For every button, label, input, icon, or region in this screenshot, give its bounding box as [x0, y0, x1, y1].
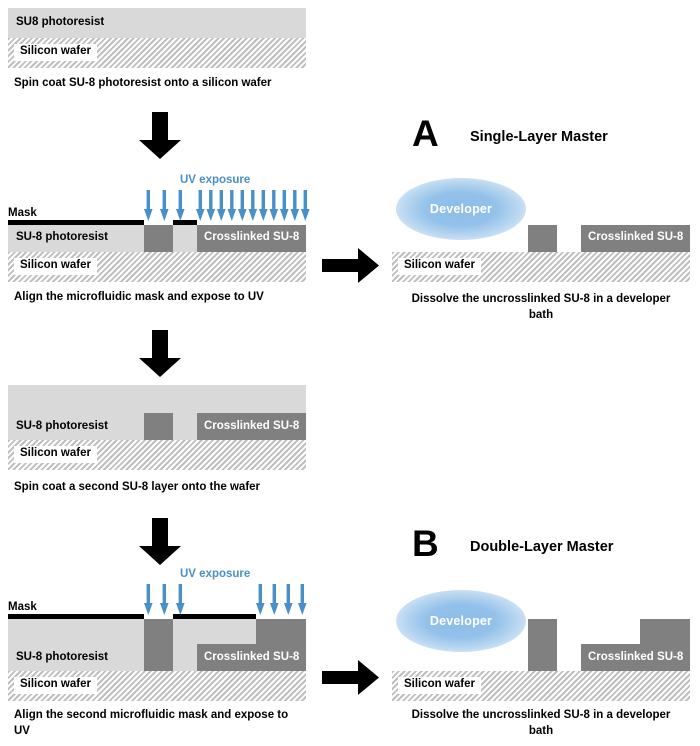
- step2-uv-arrow-group-left: [144, 190, 185, 221]
- step-4-caption: Align the second microfluidic mask and e…: [14, 709, 289, 737]
- panel-a-wafer-label: Silicon wafer: [398, 258, 481, 275]
- panel-b-letter: B: [412, 523, 439, 564]
- step2-uv-arrow-group-right: [196, 190, 310, 221]
- step-1-schematic: SU8 photoresist Silicon wafer: [8, 8, 306, 68]
- panel-a-title: Single-Layer Master: [470, 129, 608, 145]
- step2-uv-exposure-label: UV exposure: [180, 174, 251, 186]
- flow-arrow-right-to-panel-b: [322, 660, 379, 695]
- step4-uv-exposure-label: UV exposure: [180, 568, 251, 580]
- panel-a-feature-block-left: [528, 225, 557, 252]
- step4-crosslinked-column-left: [144, 619, 173, 671]
- panel-b-schematic: Crosslinked SU-8 Silicon wafer: [392, 614, 690, 701]
- flow-arrow-down-1: [139, 112, 181, 159]
- step3-crosslinked-label: Crosslinked SU-8: [204, 420, 300, 432]
- panel-b-feature-step-right: [640, 619, 690, 671]
- step1-su8-label: SU8 photoresist: [16, 16, 105, 28]
- step-3-schematic: SU-8 photoresist Crosslinked SU-8 Silico…: [8, 385, 306, 470]
- step2-mask-label: Mask: [8, 207, 37, 219]
- panel-a-letter: A: [412, 113, 439, 154]
- step-4-schematic: SU-8 photoresist Crosslinked SU-8 Silico…: [8, 614, 306, 701]
- step3-buried-block-left: [144, 413, 173, 440]
- step3-silicon-wafer-layer: [8, 440, 306, 470]
- panel-b-wafer-label: Silicon wafer: [398, 677, 481, 694]
- panel-a-developer-label: Developer: [429, 202, 493, 216]
- step4-uv-arrow-group-left: [144, 584, 185, 615]
- step2-wafer-label: Silicon wafer: [14, 258, 97, 275]
- panel-a-feature-block-right: [581, 225, 690, 252]
- step3-su8-label: SU-8 photoresist: [16, 420, 109, 432]
- step2-su8-label: SU-8 photoresist: [16, 231, 109, 243]
- step-1-caption: Spin coat SU-8 photoresist onto a silico…: [14, 77, 272, 89]
- panel-a-crosslinked-label: Crosslinked SU-8: [588, 231, 684, 243]
- panel-b-caption: Dissolve the uncrosslinked SU-8 in a dev…: [411, 709, 671, 737]
- step4-mask-bar-left: [8, 614, 144, 619]
- step2-crosslinked-block-right: [197, 225, 306, 252]
- step-2-caption: Align the microfluidic mask and expose t…: [14, 291, 264, 303]
- step4-mask-bar-middle: [173, 614, 256, 619]
- panel-b-developer-blob: Developer: [396, 590, 526, 652]
- flow-arrow-down-3: [139, 518, 181, 565]
- step-2-schematic: SU-8 photoresist Crosslinked SU-8 Silico…: [8, 220, 306, 282]
- step2-crosslinked-label: Crosslinked SU-8: [204, 231, 300, 243]
- step2-mask-bar-middle: [173, 220, 197, 225]
- step4-mask-label: Mask: [8, 601, 37, 613]
- step3-buried-block-right: [197, 413, 306, 440]
- step2-crosslinked-block-left: [144, 225, 173, 252]
- step-3-caption: Spin coat a second SU-8 layer onto the w…: [14, 481, 261, 493]
- step2-mask-bar-left: [8, 220, 144, 225]
- panel-a-caption: Dissolve the uncrosslinked SU-8 in a dev…: [411, 293, 671, 321]
- panel-b-crosslinked-label: Crosslinked SU-8: [588, 651, 684, 663]
- panel-a-schematic: Crosslinked SU-8 Silicon wafer: [392, 222, 690, 282]
- step4-uv-arrow-group-right: [256, 584, 307, 615]
- flow-arrow-right-to-panel-a: [322, 248, 379, 283]
- step4-su8-label: SU-8 photoresist: [16, 651, 109, 663]
- panel-b-developer-label: Developer: [429, 614, 493, 628]
- step3-wafer-label: Silicon wafer: [14, 446, 97, 463]
- step1-wafer-label: Silicon wafer: [14, 44, 97, 61]
- step4-silicon-wafer-layer: [8, 671, 306, 701]
- step4-wafer-label: Silicon wafer: [14, 677, 97, 694]
- step4-crosslinked-label: Crosslinked SU-8: [204, 651, 300, 663]
- panel-b-feature-pillar-left: [528, 619, 557, 671]
- step4-buried-crosslinked-layer: [197, 644, 306, 671]
- step1-su8-layer: [8, 8, 306, 38]
- panel-b-title: Double-Layer Master: [470, 539, 614, 555]
- flow-arrow-down-2: [139, 330, 181, 377]
- panel-a-developer-blob: Developer: [396, 178, 526, 240]
